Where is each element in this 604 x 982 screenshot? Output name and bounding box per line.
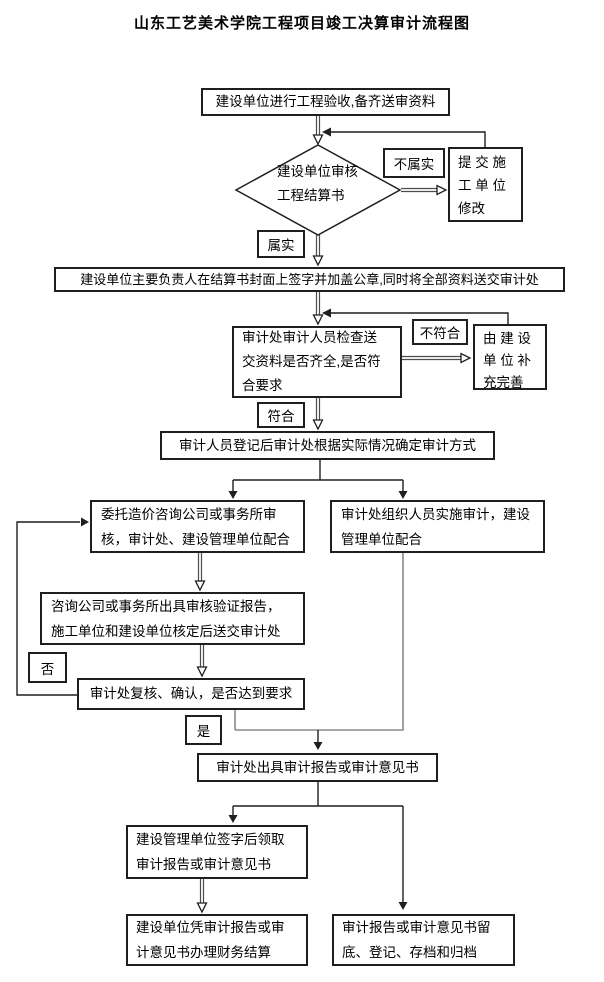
branch-merge: [234, 553, 404, 750]
feedback-submit-fix: [322, 127, 486, 147]
node-sign-receive: 建设管理单位签字后领取审计报告或审计意见书: [126, 825, 308, 879]
label-conform: 符合: [257, 402, 305, 428]
label-is-true: 属实: [257, 230, 305, 258]
node-archive: 审计报告或审计意见书留底、登记、存档和归档: [332, 914, 515, 966]
label-not-conform: 不符合: [412, 319, 468, 345]
feedback-supplement: [322, 308, 509, 324]
node-entrust-audit: 委托造价咨询公司或事务所审核，审计处、建设管理单位配合: [90, 500, 305, 553]
final-split: [228, 782, 408, 910]
branch-split: [228, 460, 408, 499]
feedback-no-loop: [16, 517, 89, 696]
node-supplement: 由 建 设单 位 补充完善: [473, 324, 547, 390]
hollow-arrowheads: [194, 134, 472, 914]
node-self-audit: 审计处组织人员实施审计，建设管理单位配合: [330, 500, 545, 553]
node-issue-report: 审计处出具审计报告或审计意见书: [197, 753, 438, 782]
label-not-true: 不属实: [383, 148, 445, 178]
decision-diamond-shape: [234, 144, 402, 236]
label-no: 否: [28, 652, 67, 683]
node-check-materials: 审计处审计人员检查送交资料是否齐全,是否符合要求: [232, 326, 402, 398]
node-sign-seal: 建设单位主要负责人在结算书封面上签字并加盖公章,同时将全部资料送交审计处: [54, 267, 565, 292]
node-review-decision: 建设单位审核工程结算书: [277, 164, 358, 203]
node-review-confirm: 审计处复核、确认，是否达到要求: [77, 678, 305, 710]
double-line-connectors: [197, 116, 461, 903]
node-financial-settle: 建设单位凭审计报告或审计意见书办理财务结算: [126, 914, 308, 966]
node-submit-fix: 提 交 施工 单 位修改: [448, 147, 523, 222]
label-yes: 是: [185, 715, 222, 745]
node-determine-method: 审计人员登记后审计处根据实际情况确定审计方式: [160, 431, 495, 460]
page-title: 山东工艺美术学院工程项目竣工决算审计流程图: [133, 15, 470, 32]
node-start: 建设单位进行工程验收,备齐送审资料: [201, 88, 450, 116]
node-verify-report: 咨询公司或事务所出具审核验证报告，施工单位和建设单位核定后送交审计处: [40, 592, 305, 645]
